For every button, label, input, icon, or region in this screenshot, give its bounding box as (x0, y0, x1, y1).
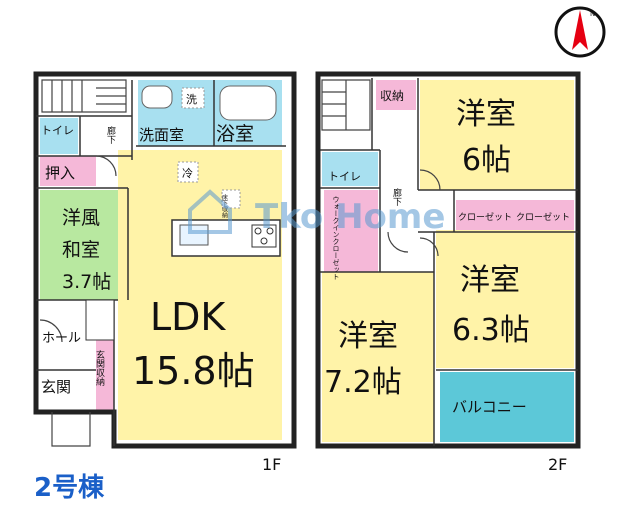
closet-2-area (512, 200, 574, 230)
corridor-2f-label: 廊下 (391, 187, 402, 207)
oshiire-area (40, 156, 96, 186)
bath-label: 浴室 (216, 123, 254, 145)
washroom-label: 洗面室 (139, 126, 184, 144)
stairs-1f (41, 79, 127, 113)
washbasin-icon (141, 85, 173, 109)
walkin-area (324, 190, 378, 272)
watermark-logo: Tko Home (188, 189, 445, 237)
room-c-size: 7.2帖 (324, 365, 402, 400)
fridge-mark: 冷 (182, 167, 193, 180)
room-b-size: 6.3帖 (452, 313, 530, 348)
room-a-label: 洋室 (456, 97, 516, 132)
walkin-label: ウォークインクローゼット (332, 196, 340, 280)
room-c-area (322, 272, 434, 442)
toilet-2f-area (322, 152, 378, 186)
floor-storage-hatch (221, 189, 241, 209)
japanese-room-area (40, 190, 126, 300)
ldk-size: 15.8帖 (132, 349, 255, 393)
stove-icon (251, 224, 277, 248)
floor-1f: トイレ 廊下 洗面室 浴室 洗 押入 冷 床下収納 洋風 和室 3.7帖 LDK… (33, 71, 297, 474)
oshiire-label: 押入 (45, 164, 75, 182)
corridor-1f-label: 廊下 (105, 125, 116, 145)
closet-2-label: クローゼット (516, 211, 570, 223)
room-a-size: 6帖 (462, 143, 511, 178)
japanese-room-size: 3.7帖 (62, 271, 111, 293)
hall-label: ホール (42, 331, 81, 346)
bathtub-icon (219, 85, 277, 121)
floor-2f: 収納 トイレ 廊下 洋室 6帖 クローゼット クローゼット ウォークインクローゼ… (315, 71, 581, 474)
fridge-space (177, 161, 199, 183)
watermark-text: Tko Home (255, 197, 445, 237)
shoe-storage-area (96, 338, 114, 410)
balcony-area (440, 372, 574, 442)
building-label: 2号棟 (34, 473, 105, 503)
washer-mark: 洗 (186, 93, 197, 106)
room-c-label: 洋室 (338, 319, 398, 354)
stairs-2f (321, 79, 371, 131)
sink-icon (179, 224, 209, 246)
entrance-label: 玄関 (41, 378, 71, 396)
japanese-room-label-2: 和室 (62, 239, 100, 261)
toilet-1f-label: トイレ (41, 124, 74, 137)
storage-2f-area (376, 80, 416, 110)
ldk-label: LDK (150, 295, 226, 339)
floor-1f-label: 1F (262, 455, 281, 474)
hall-area (85, 299, 115, 341)
room-a-area (420, 80, 574, 190)
washer-space (181, 87, 205, 109)
balcony-label: バルコニー (452, 398, 527, 416)
storage-2f-label: 収納 (380, 89, 404, 103)
japanese-room-label-1: 洋風 (62, 207, 100, 229)
toilet-2f-label: トイレ (328, 170, 361, 183)
closet-1-area (456, 200, 512, 230)
shoe-storage-label: 玄関収納 (94, 349, 105, 387)
compass-north-label: N (590, 10, 595, 18)
compass-icon: N (554, 6, 606, 58)
room-b-label: 洋室 (460, 263, 520, 298)
room-b-area (436, 230, 574, 368)
toilet-1f-area (40, 118, 78, 154)
closet-1-label: クローゼット (458, 211, 512, 223)
floor-2f-label: 2F (548, 455, 567, 474)
